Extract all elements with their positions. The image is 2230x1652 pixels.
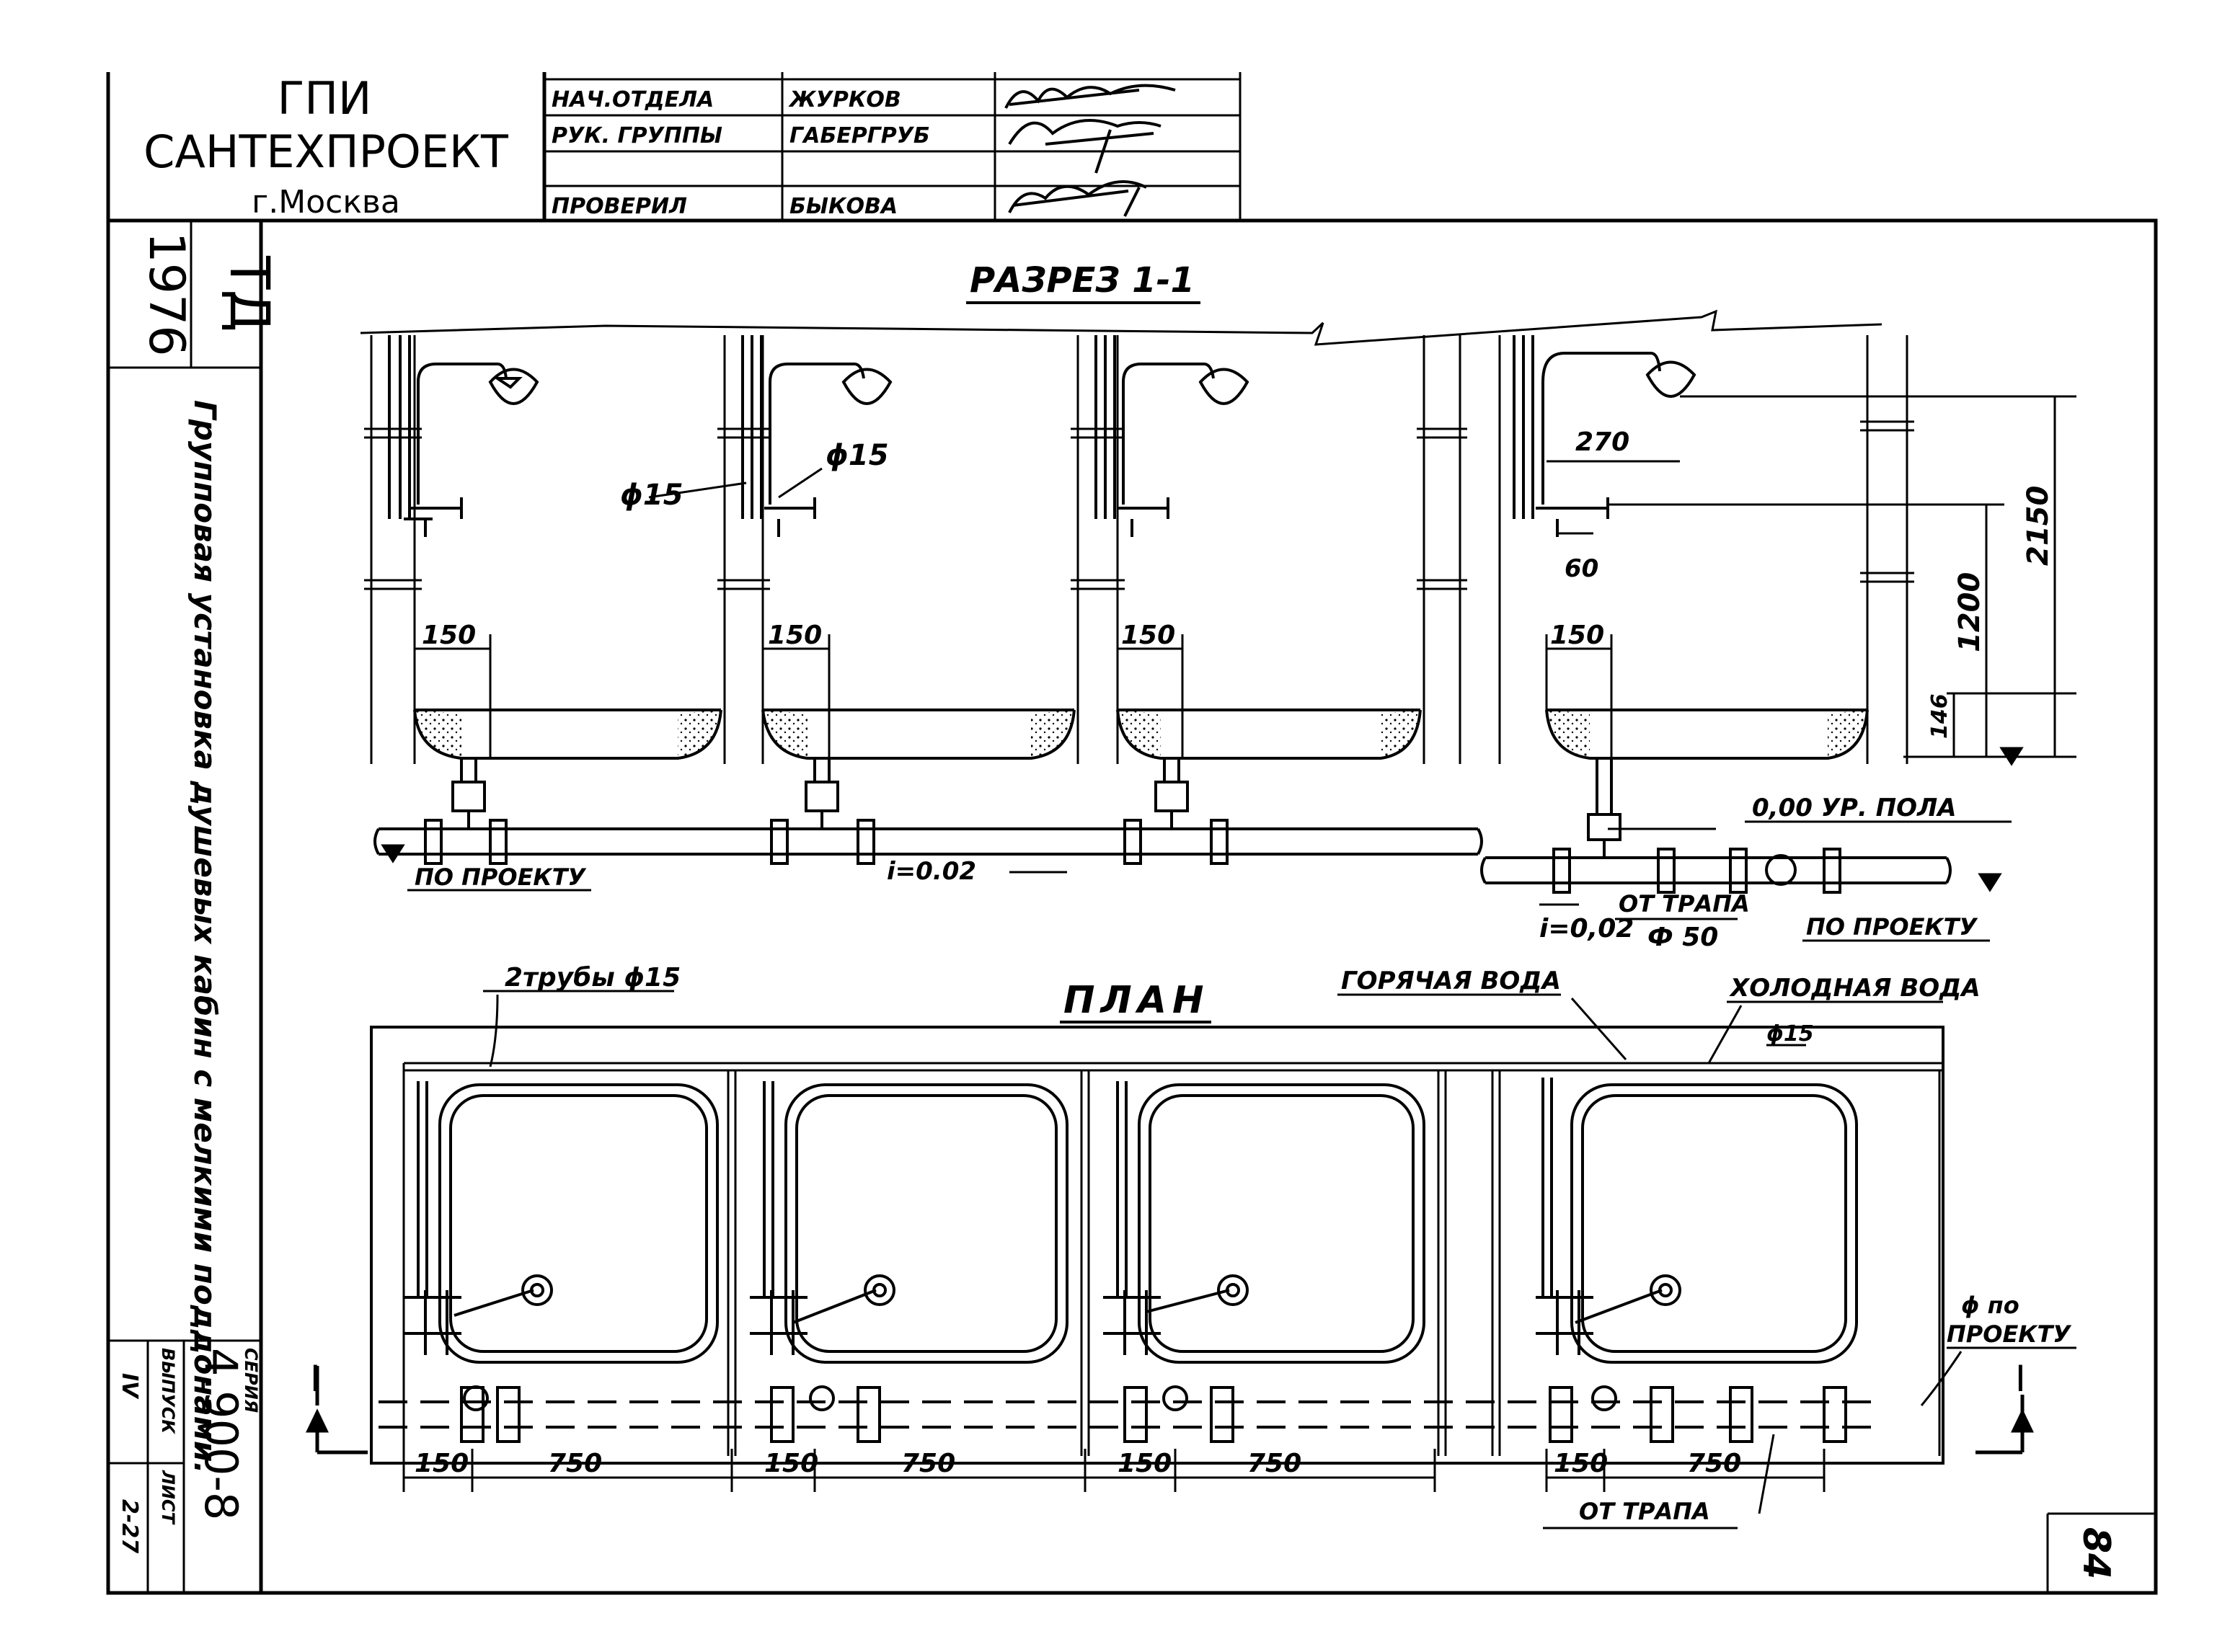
name-dept-head: ЖУРКОВ (788, 87, 901, 112)
section-labels: ϕ15 ϕ15 270 60 2150 1200 146 150 150 150… (415, 427, 2055, 952)
plan-labels: 2трубы ϕ15 ГОРЯЧАЯ ВОДА ХОЛОДНАЯ ВОДА ϕ1… (415, 963, 2071, 1525)
side-strip: ТД 1976 Групповая установка душевых каби… (117, 231, 2118, 1579)
dia-label-left: ϕ15 (620, 479, 683, 512)
plan-sewer-fittings (460, 1385, 1847, 1443)
plan-dim-8: 750 (1687, 1449, 1741, 1478)
shower-3 (1094, 335, 1249, 537)
code-td: ТД (218, 255, 282, 332)
tray-fill (415, 710, 1867, 758)
tray-drains (451, 758, 1621, 858)
issue-label: ВЫПУСК (158, 1348, 178, 1434)
name-group-head: ГАБЕРГРУБ (789, 123, 930, 148)
shower-head-icon (1645, 360, 1696, 398)
dim-60: 60 (1565, 554, 1598, 583)
role-dept-head: НАЧ.ОТДЕЛА (552, 87, 714, 112)
shower-2 (741, 335, 893, 537)
sewer-pipe-main (373, 819, 1483, 865)
title-block: ГПИ САНТЕХПРОЕКТ г.Москва НАЧ.ОТДЕЛА ЖУР… (106, 72, 2156, 1593)
dia-by-project-1: ϕ по (1961, 1292, 2019, 1319)
section-mark-right: I (2015, 1358, 2026, 1400)
series-label: СЕРИЯ (241, 1348, 261, 1413)
by-project-right: ПО ПРОЕКТУ (1806, 913, 1978, 941)
by-project-left: ПО ПРОЕКТУ (415, 863, 586, 891)
plan-dim-3: 150 (764, 1449, 818, 1478)
sheet-description: Групповая установка душевых кабин с мелк… (187, 400, 223, 1473)
sheet-label: ЛИСТ (158, 1470, 178, 1525)
shower-1 (388, 335, 539, 537)
dim-2150: 2150 (2022, 486, 2055, 566)
shower-4 (1513, 335, 1696, 537)
cold-water-dia: ϕ15 (1766, 1021, 1814, 1047)
from-drain-section: ОТ ТРАПА (1619, 890, 1750, 918)
dim-150-s1: 150 (422, 621, 476, 650)
section-marker-left (306, 1366, 368, 1455)
plan-outline (370, 1026, 1944, 1465)
cold-water-label: ХОЛОДНАЯ ВОДА (1729, 974, 1981, 1003)
plan-dim-1: 150 (415, 1449, 469, 1478)
plan-trays (438, 1083, 1858, 1364)
section-mark-left: I (310, 1358, 321, 1400)
org-city: г.Москва (252, 184, 400, 221)
plan-partitions (402, 1063, 1941, 1456)
plan-fittings (404, 1078, 1681, 1355)
section-view: РАЗРЕЗ 1-1 (360, 260, 2076, 952)
dim-150-s4: 150 (1550, 621, 1604, 650)
signature-3 (1008, 180, 1147, 217)
plan-dim-7: 150 (1554, 1449, 1608, 1478)
role-checked: ПРОВЕРИЛ (552, 194, 687, 219)
org-name-line1: ГПИ (278, 72, 372, 125)
dia-by-project-2: ПРОЕКТУ (1947, 1320, 2071, 1348)
slope-right: i=0,02 (1539, 914, 1634, 943)
two-pipes-label: 2трубы ϕ15 (505, 963, 681, 992)
plan-dim-2: 750 (548, 1449, 602, 1478)
signature-2 (1008, 119, 1162, 174)
hot-water-label: ГОРЯЧАЯ ВОДА (1341, 967, 1561, 995)
name-checked: БЫКОВА (789, 194, 898, 219)
plan-view: ПЛАН (306, 963, 2076, 1529)
section-marker-right (1975, 1395, 2034, 1455)
dim-150-s3: 150 (1121, 621, 1175, 650)
code-num: 1976 (138, 231, 195, 356)
sewer-pipe-right (1480, 848, 1952, 894)
page-number: 84 (2074, 1527, 2118, 1579)
sheet-value: 2-27 (117, 1499, 142, 1553)
plan-title: ПЛАН (1063, 979, 1209, 1022)
shower-head-icon (841, 368, 893, 405)
dim-150-s2: 150 (768, 621, 822, 650)
plan-dim-5: 150 (1118, 1449, 1172, 1478)
drain-diameter: Ф 50 (1647, 923, 1718, 952)
from-drain-plan: ОТ ТРАПА (1579, 1498, 1710, 1525)
section-title: РАЗРЕЗ 1-1 (970, 260, 1195, 301)
dim-1200: 1200 (1953, 572, 1986, 652)
main-frame (106, 218, 2158, 1595)
shower-head-icon (1198, 368, 1249, 405)
org-name-line2: САНТЕХПРОЕКТ (143, 125, 509, 178)
series-value: 4.900-8 (195, 1348, 247, 1520)
dim-270: 270 (1575, 427, 1629, 457)
shower-head-icon (492, 377, 523, 389)
plan-dim-4: 750 (901, 1449, 955, 1478)
issue-value: IV (117, 1373, 142, 1400)
plan-dim-lines (402, 990, 2076, 1529)
signature-1 (1004, 84, 1176, 109)
dim-146: 146 (1927, 693, 1952, 739)
ceiling-break-line (360, 309, 1882, 346)
slope-main: i=0.02 (887, 857, 976, 886)
section-dimensions (381, 395, 2076, 942)
dia-label-right: ϕ15 (826, 439, 889, 472)
floor-level-label: 0,00 УР. ПОЛА (1752, 794, 1957, 822)
role-group-head: РУК. ГРУППЫ (552, 123, 722, 148)
partitions (364, 335, 1914, 764)
plan-dim-6: 750 (1247, 1449, 1301, 1478)
